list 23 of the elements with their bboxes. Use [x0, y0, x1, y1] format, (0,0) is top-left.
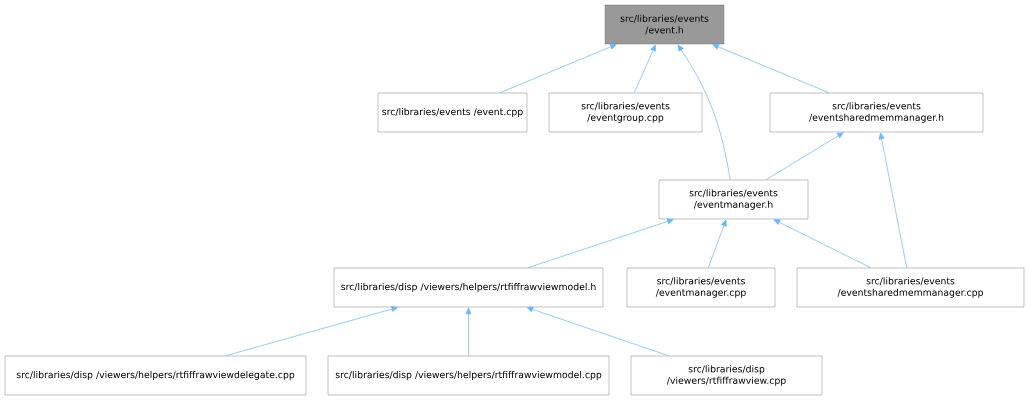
arrow: [526, 306, 670, 357]
file-box: src/libraries/events /eventsharedmemmanager.cpp: [796, 267, 1025, 308]
arrow: [465, 307, 472, 357]
arrow: [499, 44, 617, 94]
file-box: src/libraries/disp /viewers/helpers/rtfiffrawviewmodel.cpp: [327, 355, 610, 396]
arrow: [773, 219, 872, 269]
file-box: src/libraries/events /event.cpp: [377, 92, 528, 133]
file-box: src/libraries/disp /viewers/rtfiffrawview.cpp: [630, 355, 823, 396]
arrow: [527, 218, 674, 269]
file-box: src/libraries/events /eventgroup.cpp: [548, 92, 703, 133]
file-box: src/libraries/events /eventmanager.cpp: [626, 267, 776, 308]
arrow: [765, 132, 844, 181]
arrow: [633, 44, 656, 94]
arrow: [878, 132, 908, 269]
file-box: src/libraries/disp /viewers/helpers/rtfiffrawviewdelegate.cpp: [4, 355, 307, 396]
file-box: src/libraries/events /eventmanager.h: [658, 179, 809, 220]
arrow: [707, 219, 727, 269]
arrow: [225, 306, 398, 357]
arrow: [677, 44, 731, 181]
arrow: [712, 44, 830, 94]
file-box: src/libraries/disp /viewers/helpers/rtfiffrawviewmodel.h: [333, 267, 604, 308]
file-box: src/libraries/events /eventsharedmemmanager.h: [769, 92, 984, 133]
file-box: src/libraries/events /event.h: [604, 4, 725, 45]
